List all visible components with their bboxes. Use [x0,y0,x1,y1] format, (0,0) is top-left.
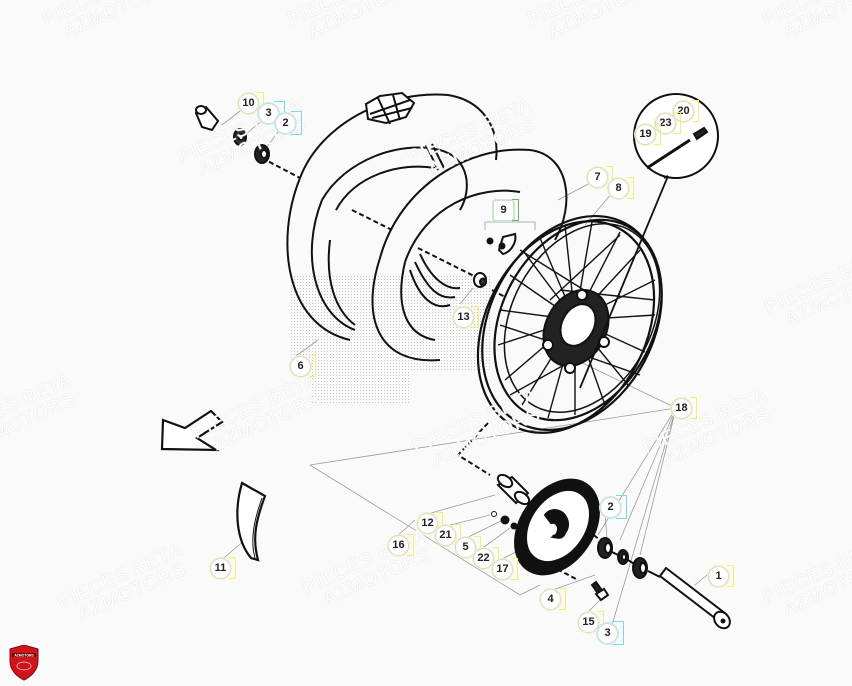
callout-18-spoke-set[interactable]: 18 [671,397,697,419]
wheel-axle-part [658,566,731,630]
axle-pin-part [590,580,610,602]
callout-9-valve-kit[interactable]: 9 [493,199,519,221]
azmotors-shield-logo: AZMOTORS [9,645,39,681]
callout-16-hub[interactable]: 16 [388,534,414,556]
callout-1-wheel-axle[interactable]: 1 [708,565,734,587]
callout-11-sticker[interactable]: 11 [210,557,236,579]
inner-tube-part [371,148,568,362]
sticker-part [236,481,267,562]
callout-5-seal[interactable]: 5 [455,536,481,558]
callout-2-bearing[interactable]: 2 [275,111,302,135]
callout-4-disc-screw[interactable]: 4 [540,588,566,610]
callout-7-rim[interactable]: 7 [587,166,613,188]
hub-center [542,288,610,374]
spoke-detail-inset [579,93,719,389]
direction-arrow [160,409,224,452]
axle-bearings-part [597,537,661,579]
callout-22-nut[interactable]: 22 [473,547,499,569]
callout-15-axle-pin[interactable]: 15 [578,611,604,633]
callout-6-tire[interactable]: 6 [290,355,316,377]
callout-10-valve-cap[interactable]: 10 [238,92,264,114]
callout-2-bearing[interactable]: 2 [600,495,627,519]
callout-21-o-ring[interactable]: 21 [435,524,461,546]
callout-13-valve-nut[interactable]: 13 [453,306,479,328]
brake-disc-part [514,478,600,576]
valve-cap-part [194,105,270,164]
callout-3-bearing-seal[interactable]: 3 [597,621,624,645]
callout-19-spoke[interactable]: 19 [635,123,661,145]
tire-part [286,91,498,341]
callout-8-rim-band[interactable]: 8 [608,177,634,199]
logo-text: AZMOTORS [14,653,34,657]
callout-12-spacer[interactable]: 12 [417,512,443,534]
hub-spacer-part [491,473,531,530]
callout-17-brake-disc[interactable]: 17 [492,558,518,580]
spoked-rim-part [476,214,663,434]
valve-kit-part [473,232,517,288]
